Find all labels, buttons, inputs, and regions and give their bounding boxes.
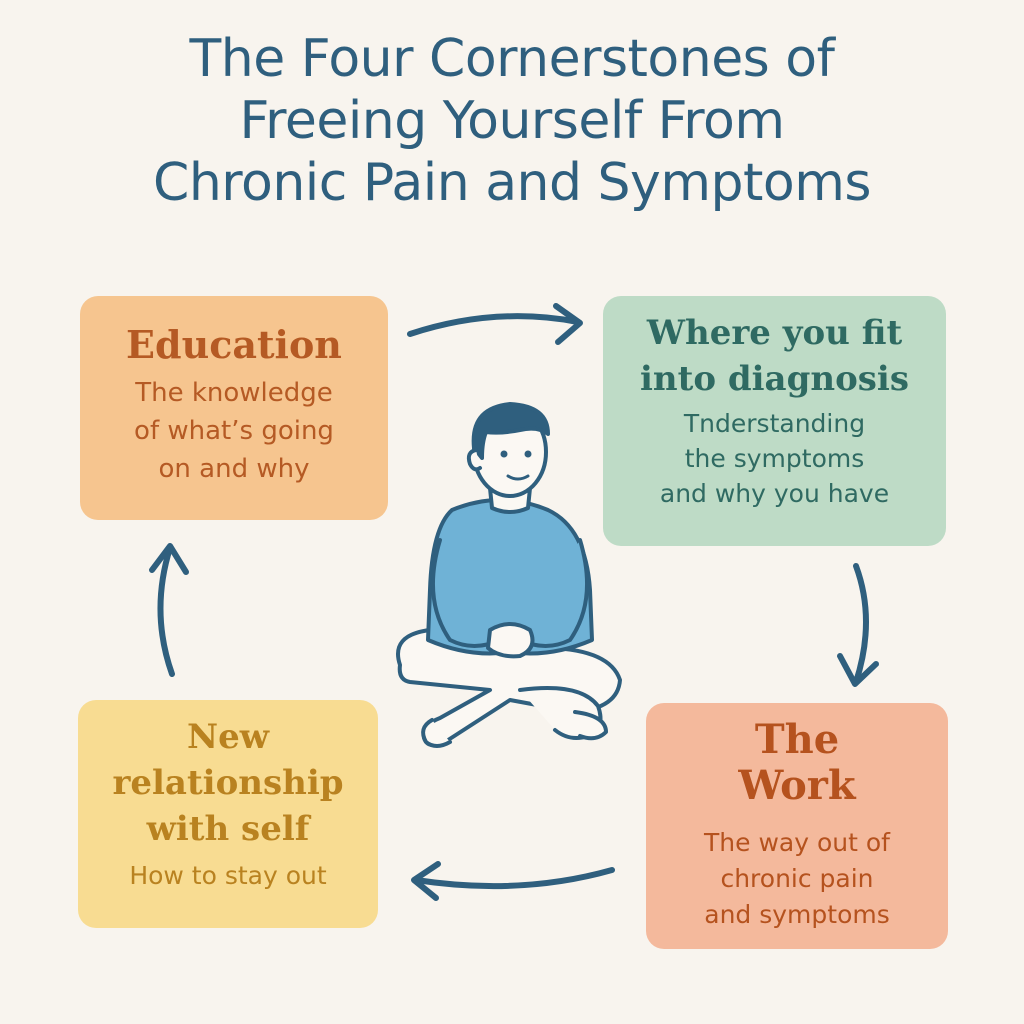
arrow-right-icon [407, 303, 583, 345]
self-description: How to stay out [78, 858, 378, 894]
self-heading-line: relationship [112, 763, 344, 803]
diagnosis-heading-line: Where you fit [646, 313, 903, 353]
education-description: The knowledge of what’s going on and why [80, 374, 388, 488]
card-diagnosis: Where you fit into diagnosis Tnderstandi… [603, 296, 946, 546]
work-heading: The Work [646, 717, 948, 809]
diagnosis-desc-line: Tnderstanding [683, 409, 866, 438]
arrow-up-icon [149, 543, 189, 677]
card-education: Education The knowledge of what’s going … [80, 296, 388, 520]
work-desc-line: and symptoms [704, 900, 890, 929]
education-desc-line: on and why [158, 454, 310, 484]
education-desc-line: The knowledge [135, 378, 333, 408]
work-heading-line: The [754, 716, 840, 763]
work-heading-line: Work [738, 762, 856, 809]
education-desc-line: of what’s going [134, 416, 334, 446]
self-heading-line: with self [146, 809, 310, 849]
diagnosis-heading: Where you fit into diagnosis [603, 310, 946, 402]
work-description: The way out of chronic pain and symptoms [646, 825, 948, 933]
title-line-2: Freeing Yourself From [239, 91, 786, 151]
card-new-relationship: New relationship with self How to stay o… [78, 700, 378, 928]
diagnosis-description: Tnderstanding the symptoms and why you h… [603, 406, 946, 511]
title-line-1: The Four Cornerstones of [189, 29, 835, 89]
diagnosis-desc-line: and why you have [659, 479, 890, 508]
diagnosis-desc-line: the symptoms [684, 444, 865, 473]
arrow-left-icon [411, 861, 615, 901]
work-desc-line: chronic pain [720, 864, 874, 893]
page-title: The Four Cornerstones of Freeing Yoursel… [0, 28, 1024, 214]
self-heading-line: New [187, 717, 269, 757]
title-line-3: Chronic Pain and Symptoms [153, 153, 871, 213]
person-sitting-icon [396, 402, 622, 748]
self-desc-line: How to stay out [129, 861, 327, 890]
self-heading: New relationship with self [78, 714, 378, 852]
diagnosis-heading-line: into diagnosis [640, 359, 909, 399]
arrow-down-icon [837, 563, 879, 687]
education-heading: Education [126, 322, 342, 367]
card-the-work: The Work The way out of chronic pain and… [646, 703, 948, 949]
work-desc-line: The way out of [704, 828, 890, 857]
